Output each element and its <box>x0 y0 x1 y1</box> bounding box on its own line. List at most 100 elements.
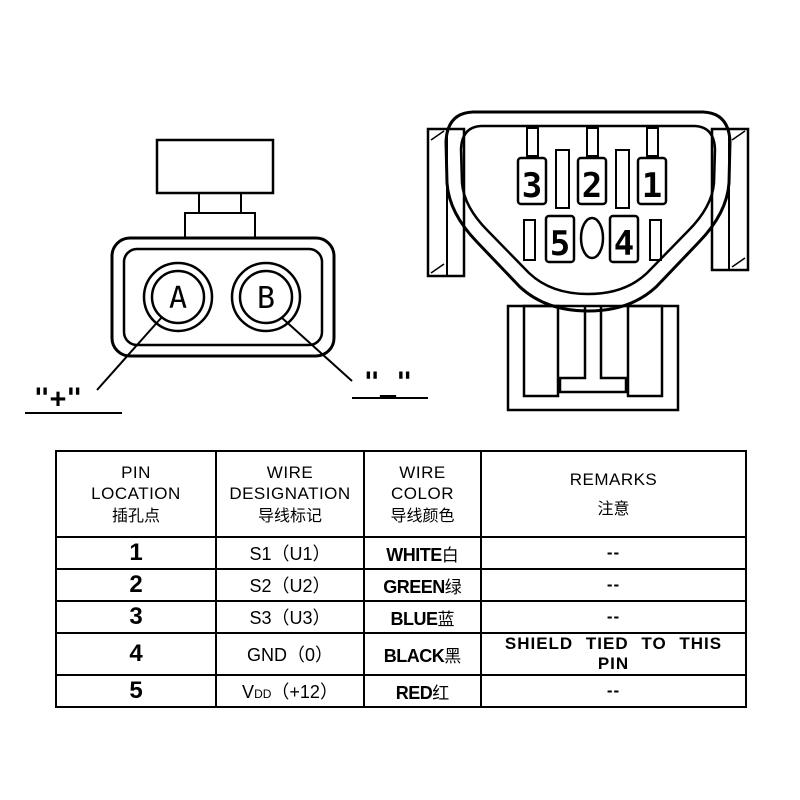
header-pin-location: PIN LOCATION 插孔点 <box>55 450 217 538</box>
designation-text: S1 <box>249 544 272 564</box>
designation-suffix: （+12） <box>271 682 338 702</box>
wire-color-zh: 绿 <box>444 577 462 597</box>
wire-designation: S3（U3） <box>215 600 365 634</box>
remark: -- <box>480 536 747 570</box>
2pin-top-tab <box>155 138 275 195</box>
2pin-latch-wide <box>184 212 256 239</box>
pin-number: 3 <box>55 600 217 634</box>
pin-b-inner-ring <box>238 269 294 325</box>
cavity-1-notch <box>646 127 659 157</box>
wire-color-zh: 红 <box>432 683 450 703</box>
pin-number: 1 <box>55 536 217 570</box>
header-pin-location-line2: LOCATION <box>91 483 181 503</box>
minus-leader-line <box>280 316 353 382</box>
polarity-labels: "+" "_" <box>25 367 428 414</box>
pin-a-inner-ring <box>150 269 206 325</box>
remark: SHIELD TIED TO THIS PIN <box>480 632 747 676</box>
plus-leader-line <box>96 316 163 391</box>
pin-number: 5 <box>55 674 217 708</box>
5pin-left-tab-hatch-top <box>430 130 445 141</box>
cavity-3-label: 3 <box>522 166 542 206</box>
pin-number: 2 <box>55 568 217 602</box>
wire-color: RED红 <box>363 674 482 708</box>
designation-suffix: （U2） <box>271 576 331 596</box>
wire-color-en: GREEN <box>383 576 445 597</box>
table-row-pin5: 5 VDD（+12） RED红 -- <box>55 674 747 708</box>
wire-color: GREEN绿 <box>363 568 482 602</box>
bracket-left-channel <box>522 304 560 398</box>
table-row-pin2: 2 S2（U2） GREEN绿 -- <box>55 568 747 602</box>
wire-color: BLACK黑 <box>363 632 482 676</box>
pin-b-label: B <box>257 281 275 316</box>
cavity-5-box <box>544 214 576 264</box>
cavity-2-label: 2 <box>582 166 602 206</box>
header-remarks-line1: REMARKS <box>569 469 658 489</box>
wire-designation: GND（0） <box>215 632 365 676</box>
5pin-left-tab-hatch-bottom <box>430 263 445 274</box>
cavity-2-box <box>576 156 608 206</box>
header-wire-designation: WIRE DESIGNATION 导线标记 <box>215 450 365 538</box>
top-slot-left <box>555 149 570 209</box>
wire-color-en: BLUE <box>390 608 439 629</box>
designation-text: GND <box>246 645 287 665</box>
2pin-body-inner <box>122 247 324 347</box>
cavity-2-notch <box>586 127 599 157</box>
cavity-1-box <box>636 156 668 206</box>
cavity-3-box <box>516 156 548 206</box>
remark: -- <box>480 600 747 634</box>
pin-number: 4 <box>55 632 217 676</box>
bracket-outer <box>506 304 680 412</box>
5pin-right-tab-hatch-bottom <box>731 257 746 268</box>
designation-subscript: DD <box>254 687 272 701</box>
cavity-1-label: 1 <box>642 166 662 206</box>
bottom-slot-left <box>523 219 536 261</box>
wire-designation: S1（U1） <box>215 536 365 570</box>
connector-diagrams: A B "+" "_" <box>25 110 750 414</box>
minus-label: "_" <box>364 367 413 398</box>
wire-color-zh: 黑 <box>444 646 462 666</box>
header-wire-color: WIRE COLOR 导线颜色 <box>363 450 482 538</box>
pin-b-outer-ring <box>230 261 302 333</box>
cavity-5-label: 5 <box>550 224 570 264</box>
bracket-center-post <box>558 306 628 394</box>
pin-a-label: A <box>169 281 187 316</box>
2pin-body-outer <box>110 236 336 358</box>
wire-color-zh: 蓝 <box>437 609 455 629</box>
5pin-right-tab-hatch-top <box>731 130 746 141</box>
pin-table: PIN LOCATION 插孔点 WIRE DESIGNATION 导线标记 W… <box>55 450 747 708</box>
top-slot-right <box>615 149 630 209</box>
connector-5pin: 3 2 1 5 4 <box>426 110 750 412</box>
designation-suffix: （U3） <box>271 608 331 628</box>
connector-2pin: A B <box>96 138 353 391</box>
cavity-4-label: 4 <box>614 224 634 264</box>
cavity-4-box <box>608 214 640 264</box>
5pin-body-outer <box>444 110 732 313</box>
keyway-oval <box>579 216 605 260</box>
designation-suffix: （0） <box>286 645 333 665</box>
header-wire-color-zh: 导线颜色 <box>390 507 455 525</box>
5pin-body-inner <box>459 124 717 296</box>
plus-label: "+" <box>34 383 83 414</box>
bottom-slot-right <box>649 219 662 261</box>
header-remarks-zh: 注意 <box>597 500 630 518</box>
table-row-pin1: 1 S1（U1） WHITE白 -- <box>55 536 747 570</box>
header-wire-designation-line1: WIRE <box>266 462 314 482</box>
designation-text: S2 <box>249 576 272 596</box>
2pin-latch-small <box>198 192 242 214</box>
wire-designation: S2（U2） <box>215 568 365 602</box>
remark: -- <box>480 674 747 708</box>
header-wire-color-line1: WIRE <box>399 462 446 482</box>
header-wire-color-line2: COLOR <box>391 483 454 503</box>
wire-color: WHITE白 <box>363 536 482 570</box>
wire-color: BLUE蓝 <box>363 600 482 634</box>
header-wire-designation-zh: 导线标记 <box>257 507 322 525</box>
wire-color-en: BLACK <box>383 645 445 666</box>
table-row-pin4: 4 GND（0） BLACK黑 SHIELD TIED TO THIS PIN <box>55 632 747 676</box>
table-row-pin3: 3 S3（U3） BLUE蓝 -- <box>55 600 747 634</box>
bracket-right-channel <box>626 304 664 398</box>
wire-color-zh: 白 <box>441 545 459 565</box>
wire-color-en: WHITE <box>386 544 442 565</box>
designation-text: V <box>242 682 255 702</box>
remark: -- <box>480 568 747 602</box>
